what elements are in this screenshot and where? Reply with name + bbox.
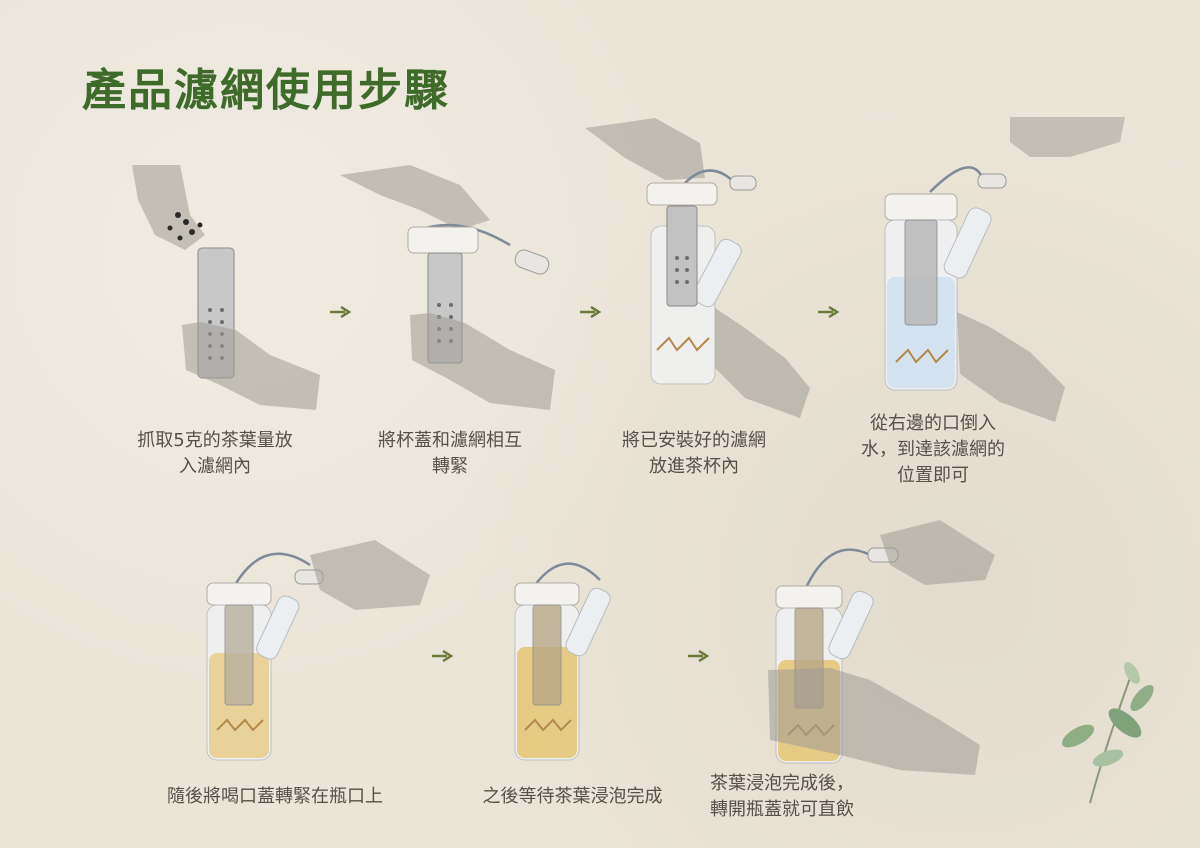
lid	[407, 226, 479, 254]
spout	[943, 207, 992, 279]
arrow-right-icon	[330, 306, 352, 318]
bottle-cap-icon	[977, 173, 1007, 189]
leaf-decoration-icon	[1061, 662, 1154, 804]
hand-shadow-top	[585, 118, 705, 180]
arrow-right-icon	[688, 650, 710, 662]
hand-shadow-bottom	[715, 308, 810, 418]
lid	[775, 585, 843, 609]
step-4-illustration	[884, 117, 1125, 422]
step-5-caption: 隨後將喝口蓋轉緊在瓶口上	[167, 786, 383, 807]
logo-icon	[895, 348, 949, 364]
logo-icon	[524, 718, 572, 732]
bottle-cap-icon	[729, 175, 757, 191]
hand-shadow-bottom	[768, 668, 980, 775]
page-title: 產品濾網使用步驟	[82, 65, 450, 116]
step-4-caption: 從右邊的口倒入 水，到達該濾網的 位置即可	[861, 413, 1005, 486]
step-2-caption: 將杯蓋和濾網相互 轉緊	[378, 430, 522, 477]
hand-shadow-top	[340, 165, 490, 230]
hand-shadow-top	[132, 165, 205, 250]
infuser-cylinder	[904, 219, 938, 326]
hand-shadow-pouring	[1010, 117, 1125, 157]
spout	[828, 590, 874, 660]
lid	[514, 582, 580, 606]
step-1-illustration	[132, 165, 320, 410]
arrow-right-icon	[580, 306, 602, 318]
tea-leaves-icon	[167, 212, 203, 241]
infuser-cylinder	[224, 604, 254, 706]
lid	[884, 193, 958, 221]
lid	[646, 182, 718, 206]
hand-shadow-bottom	[182, 322, 320, 410]
infuser-cylinder	[666, 205, 698, 307]
lid	[206, 582, 272, 606]
step-3-caption: 將已安裝好的濾網 放進茶杯內	[622, 430, 766, 477]
step-6-caption: 之後等待茶葉浸泡完成	[482, 786, 663, 807]
hand-shadow-bottom	[957, 312, 1065, 422]
spout	[565, 587, 611, 657]
spout	[692, 238, 742, 308]
hand-shadow	[310, 540, 430, 610]
step-6-illustration	[514, 562, 611, 761]
hand-shadow-bottom	[410, 313, 555, 410]
bottle-cap-icon	[514, 249, 550, 275]
logo-icon	[216, 718, 264, 732]
step-1-caption: 抓取5克的茶葉量放 入濾網內	[137, 430, 293, 477]
step-2-illustration	[340, 165, 555, 410]
infuser-cylinder	[532, 604, 562, 706]
step-5-illustration	[206, 540, 430, 761]
arrow-right-icon	[818, 306, 840, 318]
step-7-illustration	[768, 520, 995, 775]
spout	[256, 595, 300, 660]
arrow-right-icon	[432, 650, 454, 662]
step-3-illustration	[585, 118, 810, 418]
step-7-caption: 茶葉浸泡完成後， 轉開瓶蓋就可直飲	[710, 773, 854, 820]
logo-icon	[656, 336, 710, 352]
hand-shadow-top	[880, 520, 995, 585]
